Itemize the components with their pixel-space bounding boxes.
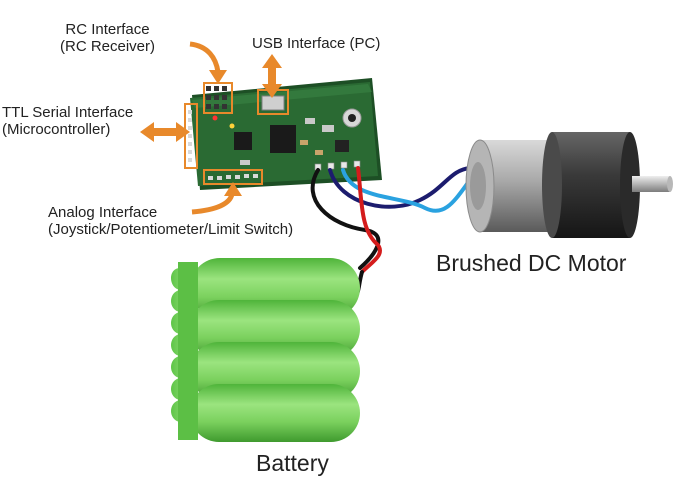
usb-interface-title: USB Interface (PC) (252, 35, 381, 52)
motor-controller-board (188, 78, 382, 190)
orange-arrow-icon (191, 182, 242, 215)
motor-wires (310, 166, 472, 302)
rc-interface-subtitle: (RC Receiver) (60, 38, 156, 56)
analog-interface-subtitle: (Joystick/Potentiometer/Limit Switch) (48, 221, 294, 239)
orange-arrow-icon (262, 54, 282, 98)
ttl-interface-highlight (184, 103, 198, 169)
dc-motor (465, 132, 673, 238)
ttl-interface-subtitle: (Microcontroller) (2, 121, 111, 139)
rc-interface-label: RC Interface (RC Receiver) (60, 21, 155, 56)
ttl-interface-title: TTL Serial Interface (2, 104, 134, 121)
usb-interface-label: USB Interface (PC) (252, 35, 380, 52)
ttl-interface-label: TTL Serial Interface (Microcontroller) (2, 104, 133, 139)
rc-interface-title: RC Interface (65, 21, 150, 38)
ic-chip (234, 132, 252, 150)
analog-interface-title: Analog Interface (48, 204, 158, 221)
orange-arrow-icon (189, 41, 227, 84)
battery-label: Battery (256, 450, 329, 476)
orange-arrow-icon (140, 122, 190, 142)
motor-label: Brushed DC Motor (436, 250, 627, 276)
analog-interface-label: Analog Interface (Joystick/Potentiometer… (48, 204, 293, 239)
battery-pack (171, 258, 360, 442)
ic-chip (270, 125, 296, 153)
usb-connector (261, 95, 285, 111)
